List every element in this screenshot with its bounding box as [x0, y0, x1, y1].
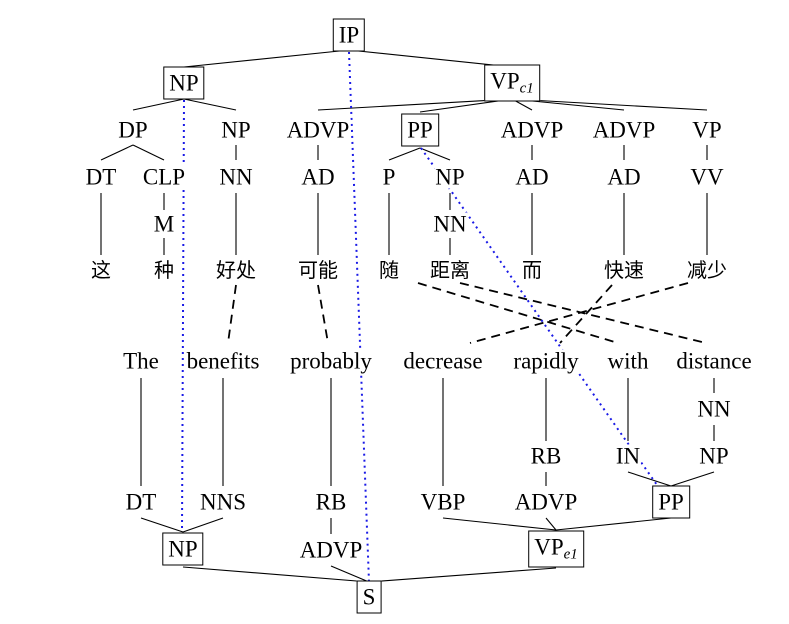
source-nn2-node: NN [432, 211, 468, 237]
target-rb-node: RB [314, 489, 348, 515]
source-ad2-node: AD [514, 164, 550, 190]
source-word: 距离 [429, 258, 471, 282]
source-dp-node: DP [117, 117, 149, 143]
alignment-link [459, 282, 707, 344]
alignment-link [317, 284, 329, 344]
source-word: 而 [521, 258, 543, 282]
edge [100, 144, 134, 161]
source-word: 这 [90, 258, 112, 282]
edge [670, 471, 715, 487]
source-advp2-node: ADVP [499, 117, 565, 143]
target-advp2-node: ADVP [513, 489, 579, 515]
node-link [420, 147, 658, 486]
alignment-link [227, 284, 237, 344]
target-vp-subscript: e1 [563, 546, 578, 563]
source-clp-node: CLP [141, 164, 187, 190]
source-advp3-node: ADVP [591, 117, 657, 143]
source-vp2-node: VP [691, 117, 723, 143]
source-m-node: M [152, 211, 176, 237]
target-vp-label: VP [534, 534, 564, 560]
alignment-link [559, 284, 613, 344]
node-link [348, 51, 370, 583]
alignment-link [469, 282, 689, 344]
source-dt-node: DT [84, 164, 118, 190]
source-ad3-node: AD [606, 164, 642, 190]
target-root-node: S [356, 580, 382, 614]
edge [555, 517, 672, 531]
edge [368, 567, 557, 583]
source-word: 随 [378, 258, 400, 282]
source-np-node: NP [163, 66, 205, 100]
target-vbp-node: VBP [419, 489, 467, 515]
edge [183, 49, 350, 68]
target-advp-node: ADVP [298, 537, 364, 563]
edge [182, 566, 370, 583]
source-word: 可能 [297, 258, 339, 282]
source-advp1-node: ADVP [285, 117, 351, 143]
target-dt-node: DT [124, 489, 158, 515]
edge [627, 471, 672, 487]
target-np-node: NP [162, 532, 204, 566]
target-nn-node: NN [696, 396, 732, 422]
source-vv-node: VV [689, 164, 725, 190]
edge [388, 147, 421, 161]
edge [511, 98, 708, 111]
source-word: 种 [153, 258, 175, 282]
target-nns-node: NNS [198, 489, 248, 515]
source-vp-node: VPc1 [484, 64, 540, 102]
source-nn1-node: NN [218, 164, 254, 190]
source-root-node: IP [332, 18, 366, 52]
target-rb2-node: RB [529, 443, 563, 469]
source-np2-node: NP [220, 117, 252, 143]
source-vp-subscript: c1 [519, 80, 534, 97]
edge [140, 517, 184, 533]
target-word: The [122, 348, 160, 374]
edge [317, 98, 513, 111]
edge [183, 98, 237, 111]
target-np2-node: NP [698, 443, 730, 469]
target-word: rapidly [512, 348, 580, 374]
target-in-node: IN [614, 443, 642, 469]
edge [182, 517, 224, 533]
edge [545, 517, 557, 531]
edge [419, 147, 451, 161]
source-np3-node: NP [434, 164, 466, 190]
edge [132, 98, 185, 111]
alignment-link [417, 282, 619, 344]
edge [442, 517, 557, 531]
target-word: distance [675, 348, 753, 374]
target-pp-node: PP [652, 485, 690, 519]
source-vp-label: VP [490, 68, 520, 94]
source-word: 减少 [686, 258, 728, 282]
edge [132, 144, 165, 161]
source-word: 快速 [603, 258, 645, 282]
target-word: with [606, 348, 650, 374]
target-word: decrease [402, 348, 484, 374]
source-word: 好处 [215, 258, 257, 282]
source-ad1-node: AD [300, 164, 336, 190]
target-vp-node: VPe1 [528, 530, 584, 568]
edge [348, 49, 513, 68]
edge [330, 565, 370, 583]
target-word: probably [289, 348, 373, 374]
source-p-node: P [381, 164, 397, 190]
source-pp-node: PP [401, 113, 439, 147]
target-word: benefits [185, 348, 261, 374]
